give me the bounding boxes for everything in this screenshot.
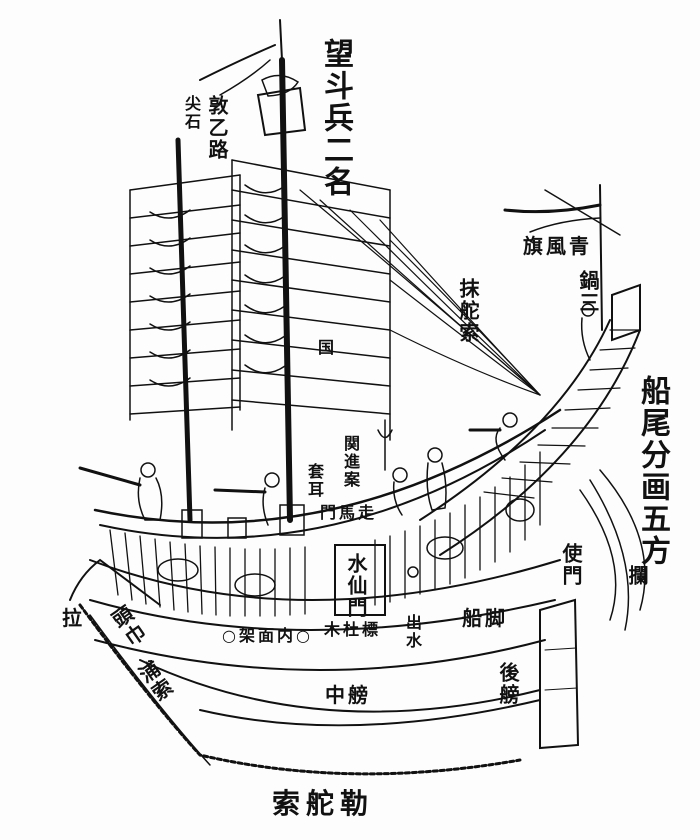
label-mast-top: 尖石	[182, 95, 201, 131]
label-rudder-rope: 攔	[625, 565, 649, 587]
label-ship-foot: 船脚	[462, 606, 508, 630]
label-door-b: 套耳	[305, 463, 324, 499]
label-stern-paint: 船尾分画五方	[635, 375, 670, 567]
label-door-c: 門馬走	[320, 503, 378, 522]
label-wood: 木杜標	[324, 620, 382, 639]
label-blue-wind-flag: 旗風青	[523, 234, 592, 258]
label-sail-mark: 国	[318, 338, 338, 357]
caption: 索舵勒	[272, 787, 375, 820]
label-side-door: 使門	[559, 543, 583, 587]
label-lookout: 望斗兵二名	[318, 38, 353, 198]
label-shuixian-gate: 水仙門	[344, 553, 368, 619]
label-stern-flag: 鍋三	[576, 270, 600, 314]
label-door-a: 関進案	[341, 435, 360, 489]
label-hull-middle: 中艕	[325, 683, 371, 707]
label-stern-rope: 後艕	[496, 662, 520, 706]
label-outflow: 出水	[403, 614, 422, 650]
label-rope-tie: 抹舵索	[456, 278, 480, 344]
label-sail-rope: 敦乙路	[205, 95, 229, 161]
label-bow-left: 拉	[62, 606, 85, 630]
label-hull-band: ○架面内○	[222, 626, 313, 645]
